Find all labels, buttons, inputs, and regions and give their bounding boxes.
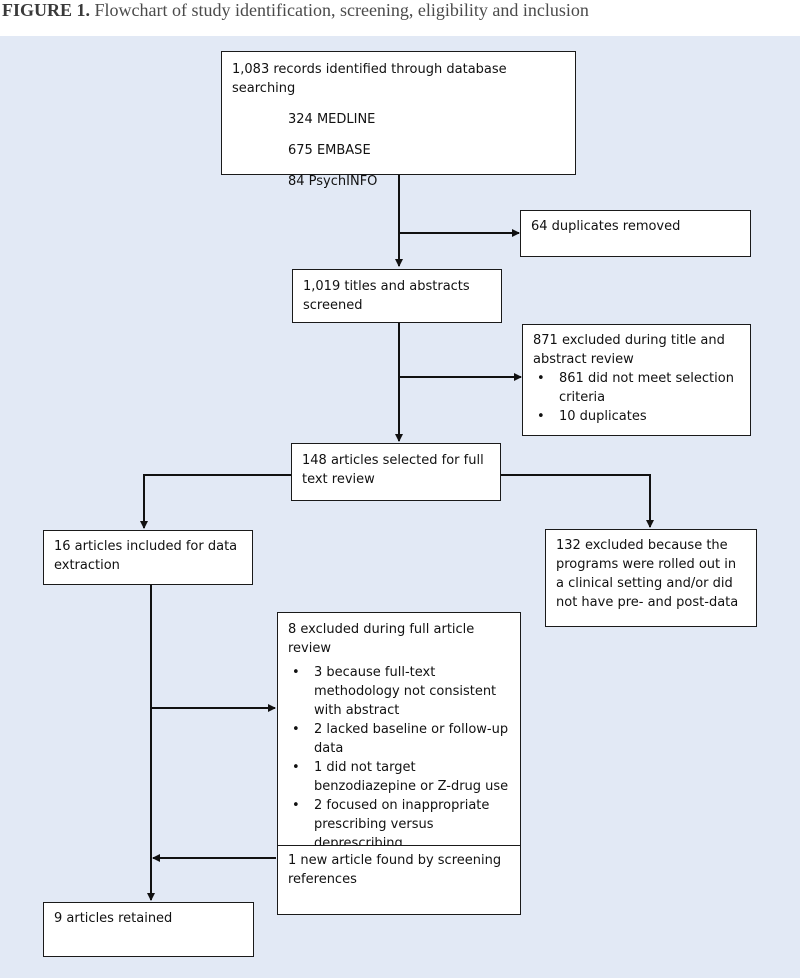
source-psychinfo: 84 PsychINFO: [288, 174, 378, 189]
figure-title: Flowchart of study identification, scree…: [94, 0, 589, 20]
included-text: 16 articles included for data extraction: [54, 539, 238, 573]
full-text-text: 148 articles selected for full text revi…: [302, 453, 484, 487]
duplicates-text: 64 duplicates removed: [531, 219, 681, 234]
box-excluded-full: 8 excluded during full article review 3 …: [277, 612, 521, 851]
new-article-text: 1 new article found by screening referen…: [288, 853, 502, 887]
excluded-title-item: 10 duplicates: [533, 407, 740, 426]
excluded-full-item: 2 lacked baseline or follow-up data: [288, 720, 510, 758]
box-included: 16 articles included for data extraction: [43, 530, 253, 585]
box-duplicates: 64 duplicates removed: [520, 210, 751, 257]
identified-title: 1,083 records identified through databas…: [232, 62, 507, 96]
box-retained: 9 articles retained: [43, 902, 254, 957]
arrow-fulltext-to-included: [140, 474, 291, 529]
excluded-full-list: 3 because full-text methodology not cons…: [288, 663, 510, 853]
excluded-full-item: 1 did not target benzodiazepine or Z-dru…: [288, 758, 510, 796]
figure-label: FIGURE 1.: [2, 0, 91, 20]
screened-text: 1,019 titles and abstracts screened: [303, 279, 470, 313]
box-full-text: 148 articles selected for full text revi…: [291, 443, 501, 501]
excluded-full-heading: 8 excluded during full article review: [288, 622, 475, 656]
arrow-fulltext-to-excluded-rollout: [501, 474, 654, 528]
box-screened: 1,019 titles and abstracts screened: [292, 269, 502, 323]
excluded-full-item: 3 because full-text methodology not cons…: [288, 663, 510, 720]
source-medline: 324 MEDLINE: [288, 112, 376, 127]
excluded-title-list: 861 did not meet selection criteria 10 d…: [533, 369, 740, 426]
excluded-title-item: 861 did not meet selection criteria: [533, 369, 740, 407]
box-excluded-rollout: 132 excluded because the programs were r…: [545, 529, 757, 627]
box-excluded-title: 871 excluded during title and abstract r…: [522, 324, 751, 436]
retained-text: 9 articles retained: [54, 911, 173, 926]
box-new-article: 1 new article found by screening referen…: [277, 845, 521, 915]
box-identified: 1,083 records identified through databas…: [221, 51, 576, 189]
source-embase: 675 EMBASE: [288, 143, 371, 158]
figure-caption: FIGURE 1. Flowchart of study identificat…: [0, 0, 800, 36]
excluded-rollout-text: 132 excluded because the programs were r…: [556, 538, 739, 610]
excluded-title-heading: 871 excluded during title and abstract r…: [533, 333, 725, 367]
